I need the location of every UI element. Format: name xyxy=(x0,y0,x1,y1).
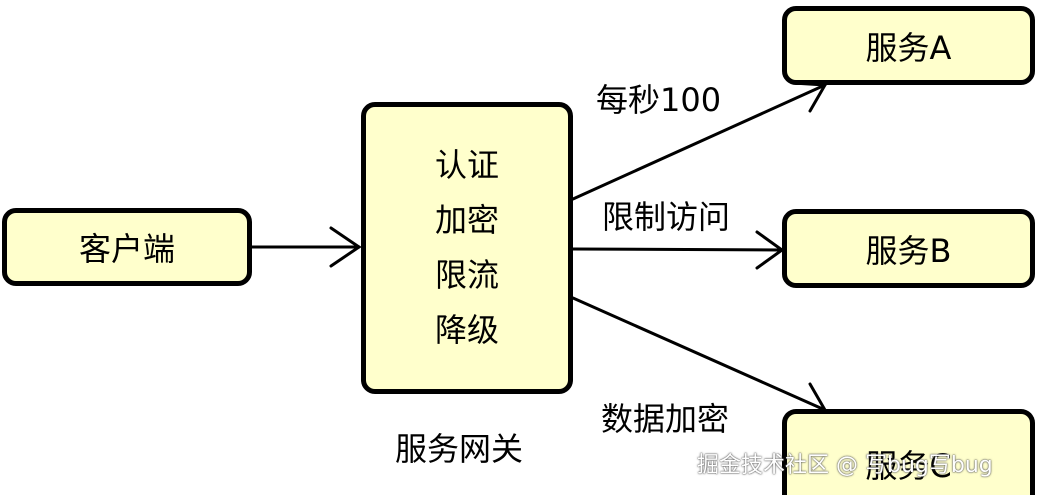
service-b-node: 服务B xyxy=(782,209,1035,288)
gateway-node: 认证 加密 限流 降级 xyxy=(361,102,573,394)
gateway-function-encrypt: 加密 xyxy=(434,201,499,239)
client-label: 客户端 xyxy=(78,230,175,268)
service-b-label: 服务B xyxy=(865,231,952,270)
service-c-node: 服务C xyxy=(782,409,1035,495)
gateway-function-auth: 认证 xyxy=(434,146,499,184)
service-c-label: 服务C xyxy=(865,446,952,485)
gateway-function-degrade: 降级 xyxy=(434,311,499,349)
service-a-node: 服务A xyxy=(782,6,1035,85)
edge-label-service-c: 数据加密 xyxy=(601,400,730,438)
arrow-gateway-to-service-a xyxy=(571,83,827,201)
client-node: 客户端 xyxy=(2,208,252,286)
edge-label-service-a: 每秒100 xyxy=(596,81,722,119)
gateway-function-rate-limit: 限流 xyxy=(434,256,499,294)
service-a-label: 服务A xyxy=(865,28,952,67)
watermark: 掘金技术社区 @ 写bug写bug xyxy=(697,453,993,478)
arrow-gateway-to-service-b xyxy=(571,247,784,252)
arrow-gateway-to-service-c xyxy=(571,296,827,412)
arrowhead-gateway xyxy=(329,226,362,268)
gateway-caption: 服务网关 xyxy=(395,430,524,468)
edge-label-service-b: 限制访问 xyxy=(602,198,731,236)
